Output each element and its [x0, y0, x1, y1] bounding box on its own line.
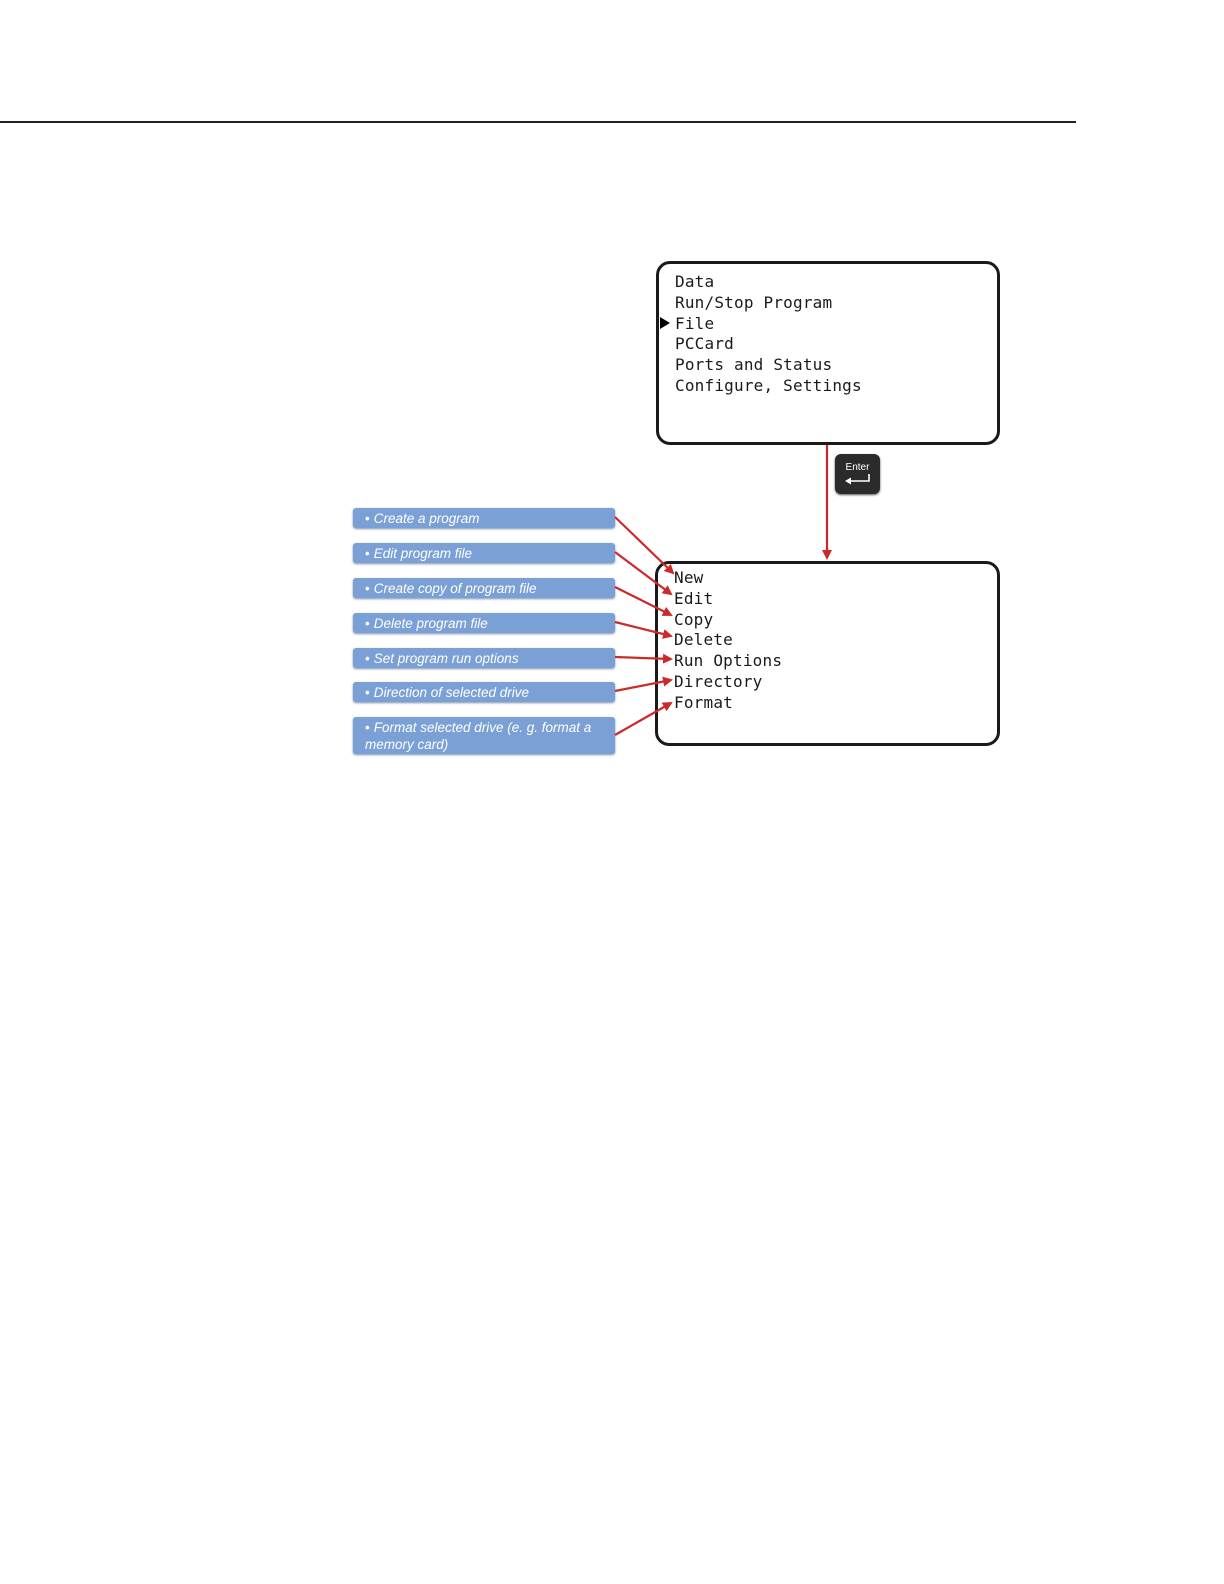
file-item-directory[interactable]: Directory	[674, 671, 763, 691]
arrow-to-copy	[614, 586, 673, 616]
callout-create-program: •Create a program	[353, 508, 615, 528]
file-item-edit[interactable]: Edit	[674, 588, 714, 608]
enter-key-button[interactable]: Enter	[835, 454, 880, 494]
callout-text: Edit program file	[373, 546, 473, 561]
file-item-run-options[interactable]: Run Options	[674, 651, 783, 671]
enter-key-label: Enter	[845, 462, 870, 473]
file-item-new[interactable]: New	[674, 568, 704, 587]
menu-item-ports-and-status[interactable]: Ports and Status	[675, 355, 833, 375]
callout-text: Set program run options	[373, 651, 519, 666]
callout-delete-program: •Delete program file	[353, 613, 615, 633]
file-menu-screen: New Edit Copy Delete Run Options Directo…	[655, 561, 1000, 746]
main-menu-screen: Data Run/Stop Program File PCCard Ports …	[656, 261, 1000, 445]
arrow-to-run-options	[614, 653, 673, 664]
return-arrow-icon	[845, 474, 870, 485]
arrow-to-directory	[614, 676, 673, 693]
callout-format-drive: •Format selected drive (e. g. format a m…	[353, 717, 615, 754]
menu-item-pccard[interactable]: PCCard	[675, 334, 734, 354]
callout-text: Create a program	[373, 511, 480, 526]
file-menu-list: New Edit Copy Delete Run Options Directo…	[674, 568, 782, 714]
menu-item-run-stop-program[interactable]: Run/Stop Program	[675, 292, 833, 312]
arrow-to-new	[614, 516, 675, 575]
menu-item-file-label: File	[675, 313, 715, 333]
main-menu-list: Data Run/Stop Program File PCCard Ports …	[660, 272, 862, 397]
file-item-format[interactable]: Format	[674, 692, 733, 712]
callout-copy-program: •Create copy of program file	[353, 578, 615, 598]
menu-item-file[interactable]: File	[660, 313, 862, 335]
arrow-to-delete	[614, 620, 673, 639]
selection-cursor-icon	[660, 316, 670, 329]
callout-directory: •Direction of selected drive	[353, 682, 615, 702]
callout-run-options: •Set program run options	[353, 648, 615, 668]
header-rule	[0, 121, 1076, 123]
callout-text: Delete program file	[373, 616, 488, 631]
file-item-copy[interactable]: Copy	[674, 609, 714, 629]
callout-text: Create copy of program file	[373, 581, 537, 596]
callout-text: Direction of selected drive	[373, 685, 530, 700]
arrow-to-format	[614, 702, 673, 736]
callout-edit-program: •Edit program file	[353, 543, 615, 563]
callout-text: Format selected drive (e. g. format a me…	[365, 720, 592, 752]
menu-item-configure-settings[interactable]: Configure, Settings	[675, 375, 862, 395]
arrow-to-edit	[614, 551, 673, 596]
file-item-delete[interactable]: Delete	[674, 630, 733, 650]
menu-item-data[interactable]: Data	[675, 272, 715, 291]
